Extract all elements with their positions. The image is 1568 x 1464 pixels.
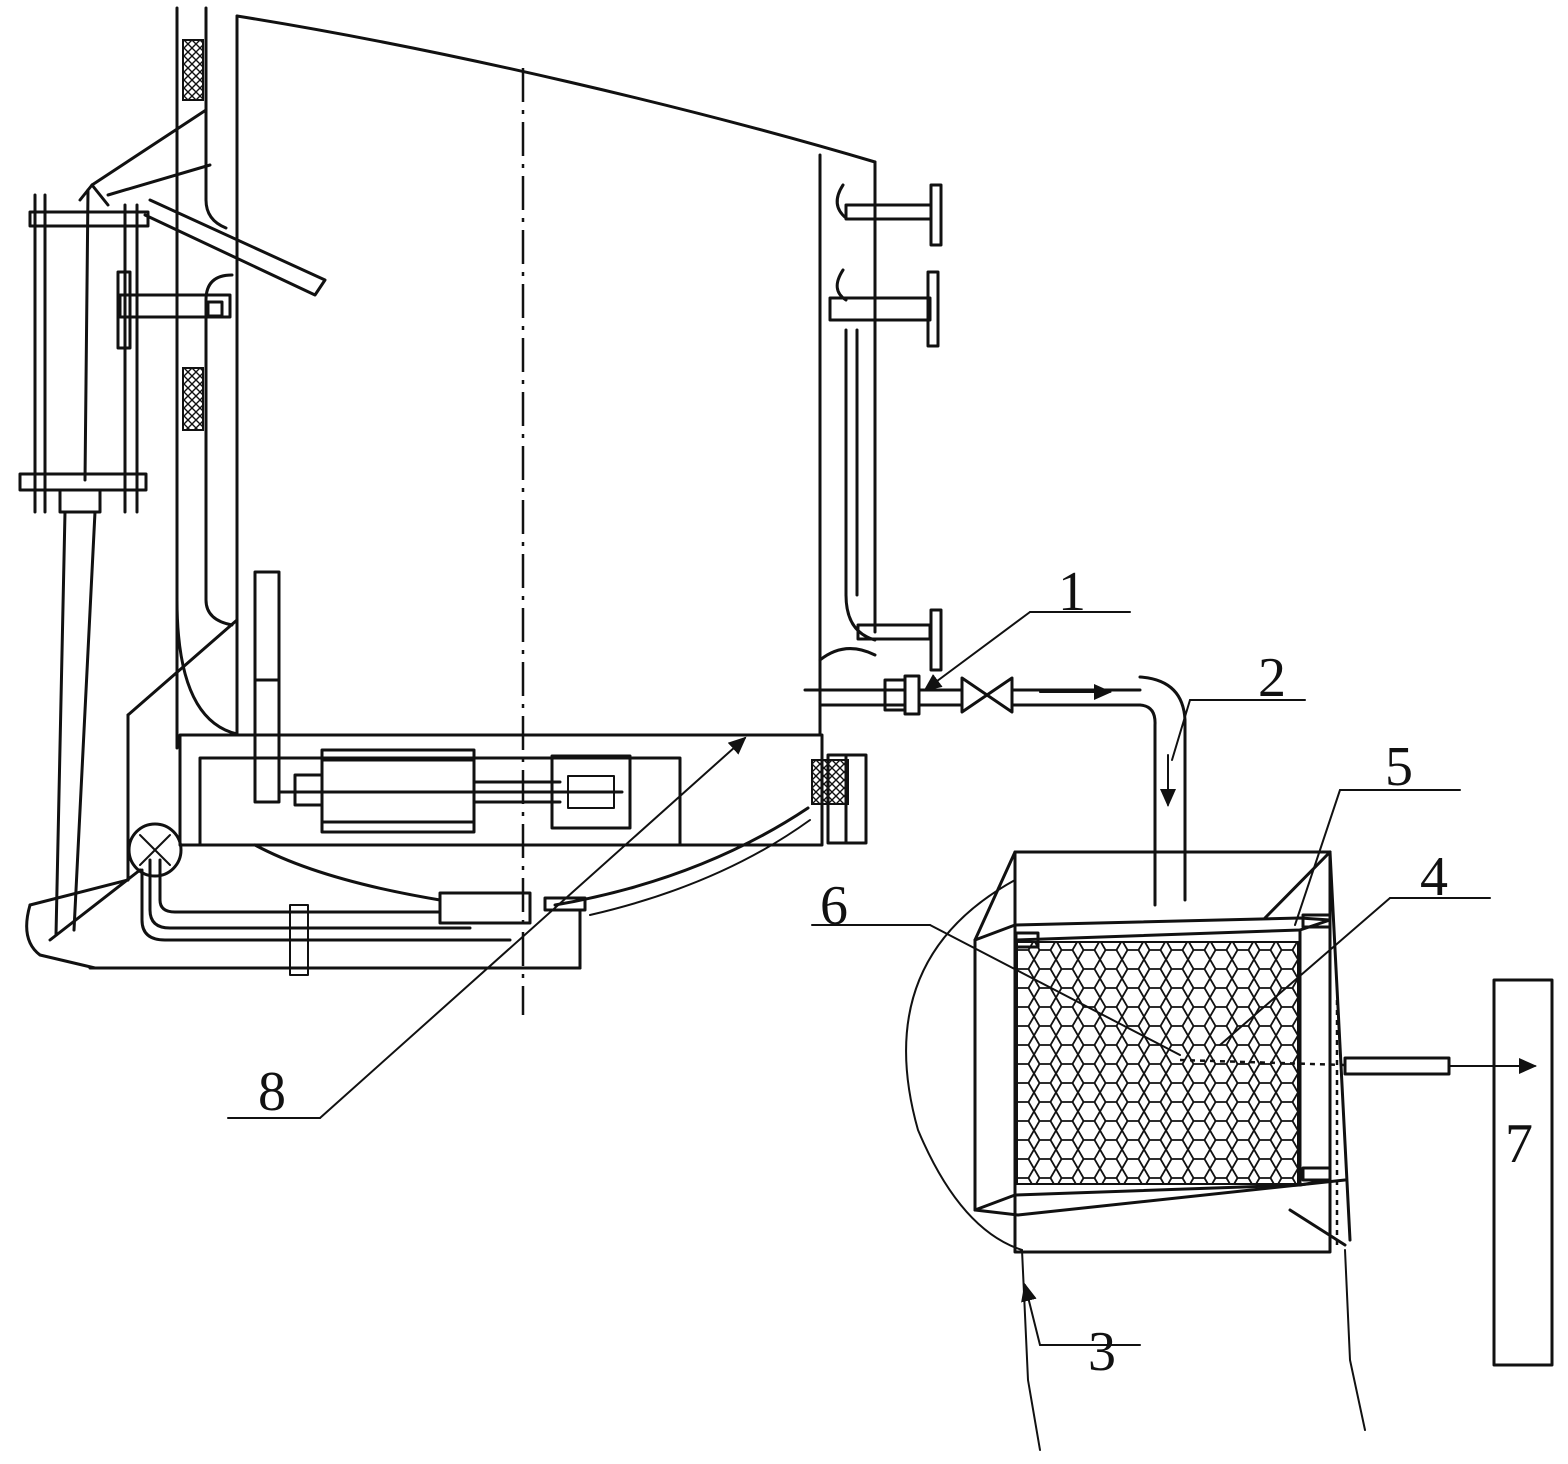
callout-8: 8 [258, 1061, 286, 1123]
packing-media [1016, 941, 1299, 1185]
bottom-pipe-ring [127, 822, 183, 878]
bottom-car [178, 733, 824, 847]
hydraulic-cylinder-icon [253, 570, 632, 834]
leader-lines [227, 611, 1491, 1346]
hexagonal-packing-filter-box [905, 850, 1537, 1451]
valve-icon[interactable] [960, 676, 1014, 714]
callout-1: 1 [1058, 561, 1086, 623]
callout-3: 3 [1088, 1321, 1116, 1383]
refractory-hatch-upper [182, 39, 204, 101]
callout-4: 4 [1420, 846, 1448, 908]
callout-5: 5 [1385, 736, 1413, 798]
callout-7: 7 [1505, 1113, 1533, 1175]
furnace-vessel [25, 6, 877, 1015]
seal-block [811, 759, 849, 805]
downstream-unit [1492, 978, 1554, 1367]
outlet-pipe-with-valve [803, 674, 1187, 907]
flange-icon [828, 183, 943, 672]
callout-6: 6 [820, 875, 848, 937]
tilting-mechanism [18, 108, 327, 937]
callout-2: 2 [1258, 647, 1286, 709]
refractory-hatch-lower [182, 367, 204, 431]
